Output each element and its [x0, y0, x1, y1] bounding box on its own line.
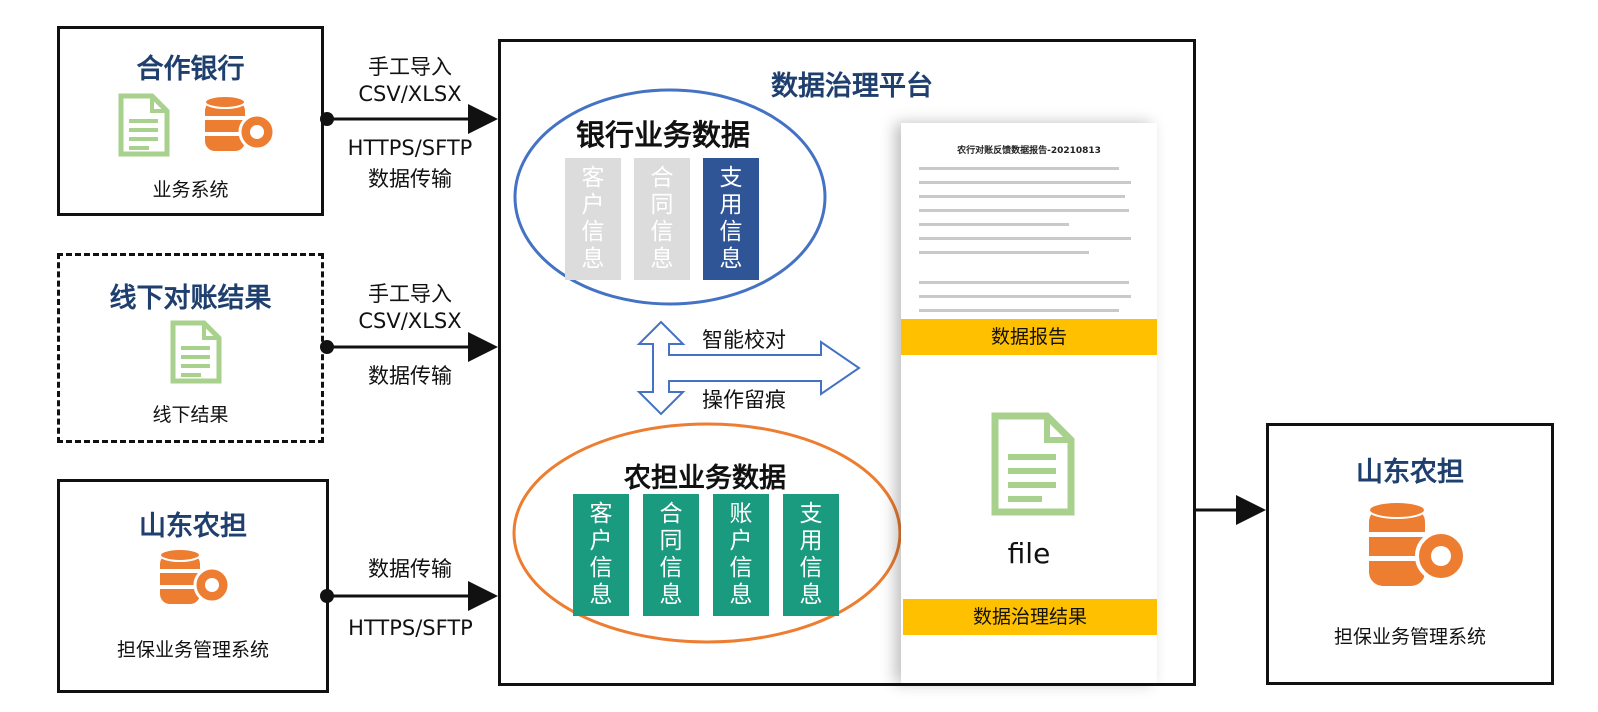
- report-banner: 数据报告: [901, 319, 1157, 355]
- flow-bank-line2: CSV/XLSX: [358, 82, 462, 106]
- document-icon: [170, 320, 222, 384]
- bank-chip-customer: 客户信息: [565, 158, 621, 280]
- source-sdnd-title: 山东农担: [139, 511, 247, 542]
- bank-data-title: 银行业务数据: [576, 118, 751, 152]
- flow-arrow-sdnd: [320, 581, 498, 611]
- report-text-line: [919, 309, 1119, 312]
- flow-sdnd-line2: HTTPS/SFTP: [348, 616, 473, 640]
- database-gear-icon: [1368, 501, 1467, 586]
- report-text-line: [919, 223, 1069, 226]
- flow-offline-line1: 手工导入: [368, 282, 452, 306]
- report-heading: 农行对账反馈数据报告-20210813: [957, 146, 1101, 156]
- file-icon: [991, 412, 1075, 516]
- platform-box: 数据治理平台 银行业务数据 客户信息 合同信息 支用信息 智能校对 操作留痕 农…: [498, 39, 1196, 686]
- target-sdnd-title: 山东农担: [1356, 457, 1464, 488]
- report-text-line: [919, 181, 1131, 184]
- database-gear-icon: [159, 548, 231, 604]
- source-offline-title: 线下对账结果: [109, 283, 272, 314]
- source-sdnd-box: 山东农担 担保业务管理系统: [57, 479, 329, 693]
- report-text-line: [919, 195, 1125, 198]
- source-offline-label: 线下结果: [152, 404, 229, 426]
- double-arrow-icon: [636, 320, 861, 416]
- report-text-line: [919, 209, 1129, 212]
- source-sdnd-label: 担保业务管理系统: [116, 639, 269, 661]
- arrow-label-trace: 操作留痕: [702, 388, 786, 412]
- report-text-line: [919, 251, 1089, 254]
- nd-chip-draw: 支用信息: [783, 494, 839, 616]
- report-text-line: [919, 295, 1131, 298]
- target-sdnd-box: 山东农担 担保业务管理系统: [1266, 423, 1554, 685]
- flow-offline-line3: 数据传输: [368, 364, 452, 388]
- source-bank-label: 业务系统: [152, 179, 229, 201]
- nd-chip-customer: 客户信息: [573, 494, 629, 616]
- report-document: 农行对账反馈数据报告-20210813 数据报告 file 数据治理结果: [901, 123, 1157, 683]
- flow-arrow-offline: [320, 332, 498, 362]
- bank-chip-draw: 支用信息: [703, 158, 759, 280]
- flow-sdnd-line1: 数据传输: [368, 557, 452, 581]
- target-sdnd-label: 担保业务管理系统: [1333, 626, 1486, 648]
- flow-bank-line1: 手工导入: [368, 55, 452, 79]
- flow-bank-line4: 数据传输: [368, 167, 452, 191]
- source-offline-box: 线下对账结果 线下结果: [57, 253, 324, 443]
- flow-offline-line2: CSV/XLSX: [358, 309, 462, 333]
- arrow-label-check: 智能校对: [702, 328, 786, 352]
- flow-arrow-bank: [320, 104, 498, 134]
- nd-data-title: 农担业务数据: [624, 463, 786, 494]
- flow-bank-line3: HTTPS/SFTP: [347, 136, 473, 160]
- platform-title: 数据治理平台: [771, 71, 933, 102]
- nd-data-ellipse: [512, 422, 902, 644]
- bank-data-ellipse: [513, 88, 827, 306]
- source-bank-title: 合作银行: [136, 54, 245, 85]
- report-text-line: [919, 281, 1129, 284]
- bank-chip-contract: 合同信息: [634, 158, 690, 280]
- report-text-line: [919, 237, 1131, 240]
- nd-chip-contract: 合同信息: [643, 494, 699, 616]
- database-gear-icon: [204, 95, 276, 151]
- document-icon: [118, 93, 170, 157]
- nd-chip-account: 账户信息: [713, 494, 769, 616]
- report-text-line: [919, 167, 1119, 170]
- file-label: file: [1007, 537, 1051, 570]
- result-banner: 数据治理结果: [903, 599, 1157, 635]
- source-bank-box: 合作银行 业务系统: [57, 26, 324, 216]
